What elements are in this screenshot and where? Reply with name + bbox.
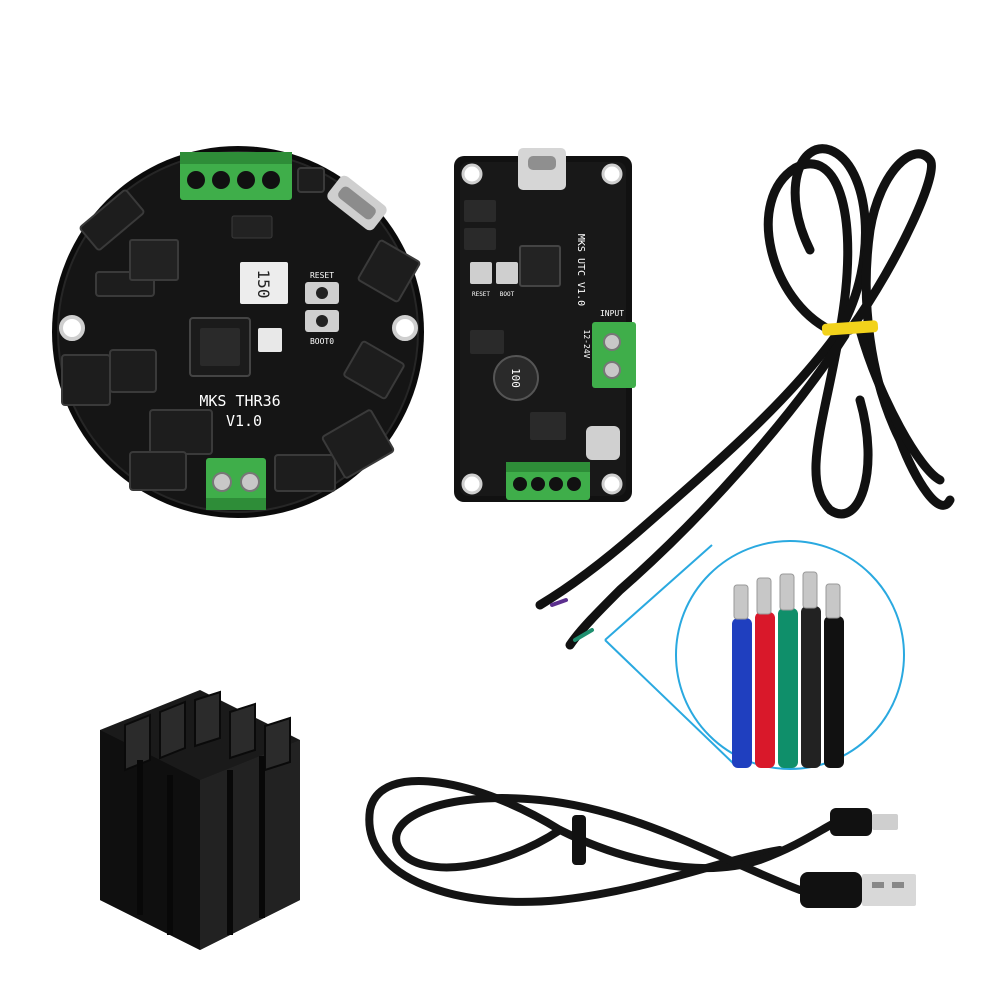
thr36-chips — [129, 215, 288, 377]
thr36-silkscreen: 150 RESET BOOT0 MKS THR36 V1.0 — [199, 270, 334, 430]
thr36-chip-marking: 150 — [254, 270, 273, 299]
thr36-label-line2: V1.0 — [226, 412, 262, 430]
coiled-cable — [535, 144, 955, 650]
utc-reset-label: RESET — [472, 291, 490, 298]
wire-end-3 — [801, 606, 821, 768]
bottom-screw-terminal — [206, 458, 266, 510]
mounting-holes — [59, 315, 418, 341]
utc-mounting-holes — [461, 163, 623, 495]
wire-end-4 — [824, 616, 844, 768]
thr36-buttons — [305, 282, 339, 332]
utc-components — [464, 200, 620, 460]
usb-c-connector — [327, 175, 387, 231]
thr36-board: 150 RESET BOOT0 MKS THR36 V1.0 — [52, 146, 424, 518]
wire-end-1 — [755, 612, 775, 768]
cable-tie — [572, 815, 586, 865]
utc-usb-c-port — [518, 148, 566, 190]
wire-end-0 — [732, 618, 752, 768]
yellow-cable-tie — [821, 320, 879, 336]
utc-inductor-marking: 100 — [509, 368, 522, 388]
usb-cable — [365, 777, 916, 908]
utc-voltage-label: 12-24V — [582, 330, 591, 359]
utc-output-terminal — [506, 462, 590, 500]
utc-boot-label: BOOT — [500, 291, 515, 298]
utc-board: MKS UTC V1.0 INPUT 12-24V 100 RESET BOOT — [454, 148, 636, 502]
thr36-reset-label: RESET — [310, 271, 334, 280]
thr36-label-line1: MKS THR36 — [199, 392, 280, 410]
heatsink — [100, 690, 300, 950]
top-screw-terminal — [180, 152, 292, 200]
micro-usb-plug — [830, 808, 898, 836]
utc-input-label: INPUT — [600, 309, 624, 318]
usb-a-plug — [800, 872, 916, 908]
utc-silkscreen: MKS UTC V1.0 INPUT 12-24V 100 RESET BOOT — [472, 234, 624, 388]
thr36-boot-label: BOOT0 — [310, 337, 334, 346]
wire-end-2 — [778, 608, 798, 768]
wire-ends — [732, 571, 844, 768]
wire-callout — [604, 540, 905, 770]
jst-connectors — [61, 167, 421, 492]
utc-input-terminal — [592, 322, 636, 388]
utc-board-label: MKS UTC V1.0 — [575, 234, 586, 306]
